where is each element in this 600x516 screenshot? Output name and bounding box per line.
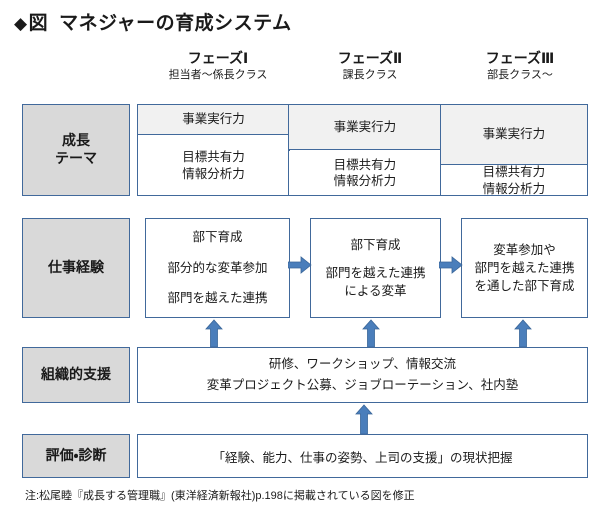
growth-theme-top-phase2: 事業実行力 — [289, 105, 441, 150]
row-label-evaluation: 評価・診断 — [22, 434, 130, 478]
arrow-right-phase1-to-phase2-icon — [288, 256, 312, 274]
work-experience-phase3-line1: 変革参加や — [493, 242, 556, 257]
growth-theme-row: 事業実行力 目標共有力 情報分析力 事業実行力 目標共有力 情報分析力 事業実行… — [137, 104, 588, 196]
work-experience-phase1-line3: 部門を越えた連携 — [167, 291, 268, 306]
work-experience-phase2-line2: 部門を越えた連携 — [325, 266, 426, 281]
organizational-support-line2: 変革プロジェクト公募、ジョブローテーション、社内塾 — [206, 378, 519, 392]
arrow-right-phase2-to-phase3-icon — [439, 256, 463, 274]
phase-subtitle-2: 課長クラス — [342, 69, 398, 82]
growth-theme-bottom-phase2: 目標共有力 情報分析力 — [289, 151, 441, 195]
growth-theme-bottom-phase3: 目標共有力 情報分析力 — [440, 165, 587, 196]
work-experience-phase1-line1: 部下育成 — [192, 230, 243, 245]
evaluation-text: 「経験、能力、仕事の姿勢、上司の支援」の現状把握 — [212, 450, 513, 465]
growth-theme-bottom-phase1: 目標共有力 情報分析力 — [138, 136, 289, 195]
growth-theme-bottom-phase1-line2: 情報分析力 — [182, 166, 245, 181]
work-experience-box-phase1: 部下育成 部分的な変革参加 部門を越えた連携 — [145, 218, 290, 318]
growth-theme-cell-phase1: 事業実行力 目標共有力 情報分析力 — [137, 104, 290, 196]
row-label-evaluation-text: 評価・診断 — [45, 447, 107, 464]
work-experience-phase2-line1: 部下育成 — [350, 237, 401, 252]
diamond-bullet-icon: ◆ — [14, 14, 28, 33]
work-experience-box-phase3: 変革参加や 部門を越えた連携 を通した部下育成 — [461, 218, 588, 318]
growth-theme-top-phase1: 事業実行力 — [138, 105, 289, 135]
growth-theme-bottom-phase2-line1: 目標共有力 — [333, 157, 397, 172]
growth-theme-cell-phase3: 事業実行力 目標共有力 情報分析力 — [439, 104, 588, 196]
phase-header-1: フェーズⅠ 担当者〜係長クラス — [145, 50, 291, 82]
growth-theme-bottom-phase3-line2: 情報分析力 — [482, 181, 546, 196]
work-experience-phase1-line2: 部分的な変革参加 — [167, 260, 268, 275]
growth-theme-cell-phase2: 事業実行力 目標共有力 情報分析力 — [288, 104, 442, 196]
work-experience-phase2-line3: による変革 — [344, 284, 407, 299]
phase-header-3: フェーズⅢ 部長クラス〜 — [450, 50, 590, 82]
work-experience-phase3-line3: を通した部下育成 — [474, 279, 575, 294]
row-label-organizational-support-text: 組織的支援 — [41, 366, 111, 383]
arrow-up-evaluation-to-support-icon — [355, 404, 373, 435]
work-experience-phase3-line2: 部門を越えた連携 — [474, 260, 575, 275]
row-label-organizational-support: 組織的支援 — [22, 347, 130, 403]
row-label-growth-theme: 成長 テーマ — [22, 104, 130, 196]
phase-subtitle-3: 部長クラス〜 — [487, 69, 553, 82]
evaluation-box: 「経験、能力、仕事の姿勢、上司の支援」の現状把握 — [137, 434, 588, 478]
phase-name-2: フェーズⅡ — [337, 50, 403, 66]
row-label-growth-theme-line2: テーマ — [55, 150, 97, 166]
growth-theme-top-phase3: 事業実行力 — [440, 105, 587, 165]
arrow-up-support-to-phase3-icon — [514, 319, 532, 348]
page-title-label: 図 — [28, 13, 49, 34]
growth-theme-bottom-phase1-line1: 目標共有力 — [182, 150, 245, 165]
phase-subtitle-1: 担当者〜係長クラス — [168, 69, 268, 82]
row-label-work-experience: 仕事経験 — [22, 218, 130, 318]
row-label-work-experience-text: 仕事経験 — [48, 259, 104, 276]
organizational-support-line1: 研修、ワークショップ、情報交流 — [268, 357, 457, 372]
arrow-up-support-to-phase1-icon — [205, 319, 223, 348]
row-label-growth-theme-line1: 成長 — [62, 132, 90, 149]
phase-name-1: フェーズⅠ — [187, 50, 249, 66]
work-experience-box-phase2: 部下育成 部門を越えた連携 による変革 — [310, 218, 441, 318]
phase-name-3: フェーズⅢ — [485, 50, 555, 66]
growth-theme-bottom-phase3-line1: 目標共有力 — [482, 165, 546, 180]
footnote: 注:松尾睦『成長する管理職』(東洋経済新報社)p.198に掲載されている図を修正 — [25, 490, 415, 502]
page-title-main: マネジャーの育成システム — [59, 13, 292, 34]
arrow-up-support-to-phase2-icon — [362, 319, 380, 348]
growth-theme-bottom-phase2-line2: 情報分析力 — [333, 174, 397, 189]
page-title: ◆図マネジャーの育成システム — [14, 8, 292, 35]
phase-header-2: フェーズⅡ 課長クラス — [300, 50, 440, 82]
organizational-support-box: 研修、ワークショップ、情報交流 変革プロジェクト公募、ジョブローテーション、社内… — [137, 347, 588, 403]
